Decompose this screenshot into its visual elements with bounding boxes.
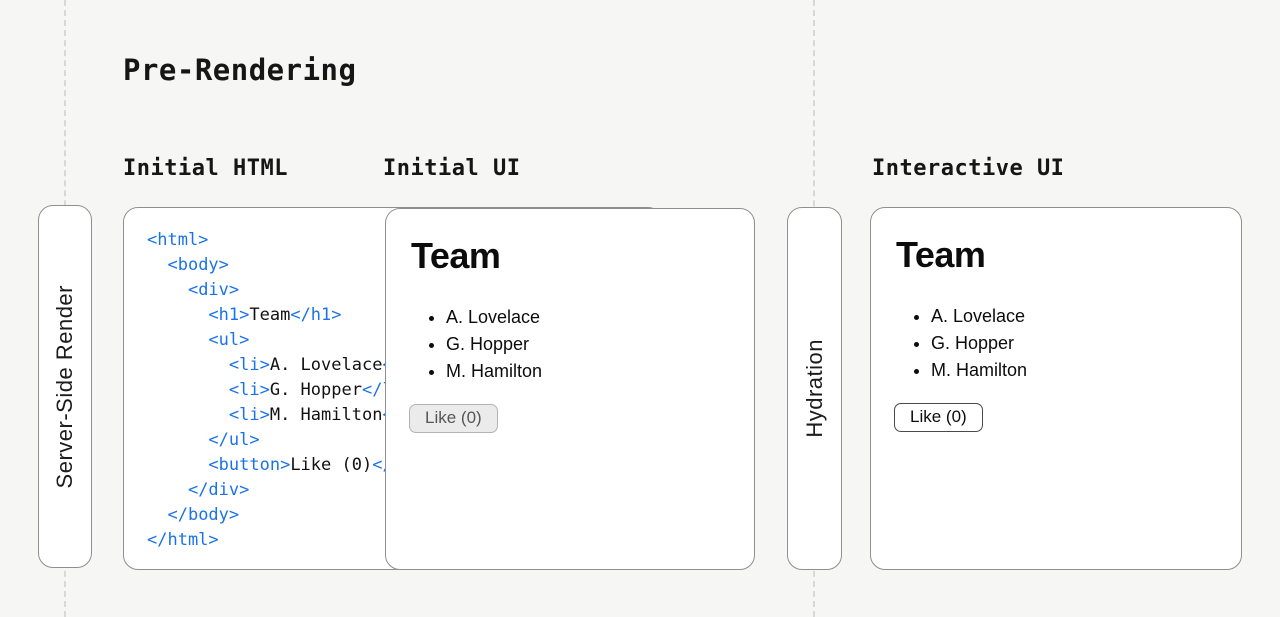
- diagram-title: Pre-Rendering: [123, 53, 357, 87]
- team-heading: Team: [411, 235, 501, 276]
- team-member-list: A. LovelaceG. HopperM. Hamilton: [894, 303, 1241, 384]
- code-line: </body>: [167, 505, 240, 525]
- label-interactive-ui: Interactive UI: [872, 156, 1065, 181]
- team-member: G. Hopper: [446, 331, 754, 358]
- code-line: <li>G. Hopper</li>: [228, 380, 413, 400]
- label-initial-html: Initial HTML: [123, 156, 288, 181]
- like-button-interactive[interactable]: Like (0): [894, 403, 983, 432]
- initial-ui-panel: Team A. LovelaceG. HopperM. Hamilton Lik…: [385, 208, 755, 570]
- team-member: A. Lovelace: [931, 303, 1241, 330]
- server-side-render-label: Server-Side Render: [52, 284, 77, 489]
- code-line: </div>: [187, 480, 250, 500]
- team-member-list: A. LovelaceG. HopperM. Hamilton: [409, 304, 754, 385]
- code-line: <ul>: [208, 330, 250, 350]
- team-member: M. Hamilton: [446, 358, 754, 385]
- like-button-static: Like (0): [409, 404, 498, 433]
- code-line: </ul>: [208, 430, 260, 450]
- label-initial-ui: Initial UI: [383, 156, 521, 181]
- code-line: <body>: [167, 255, 229, 275]
- code-line: <h1>Team</h1>: [208, 305, 342, 325]
- team-member: M. Hamilton: [931, 357, 1241, 384]
- hydration-pill: Hydration: [787, 207, 842, 570]
- team-member: G. Hopper: [931, 330, 1241, 357]
- team-heading: Team: [896, 234, 986, 275]
- code-line: <html>: [147, 230, 209, 250]
- hydration-label: Hydration: [801, 339, 827, 438]
- code-line: </html>: [147, 530, 219, 550]
- team-member: A. Lovelace: [446, 304, 754, 331]
- interactive-ui-panel: Team A. LovelaceG. HopperM. Hamilton Lik…: [870, 207, 1242, 570]
- server-side-render-pill: Server-Side Render: [38, 205, 92, 568]
- code-line: <div>: [187, 280, 240, 300]
